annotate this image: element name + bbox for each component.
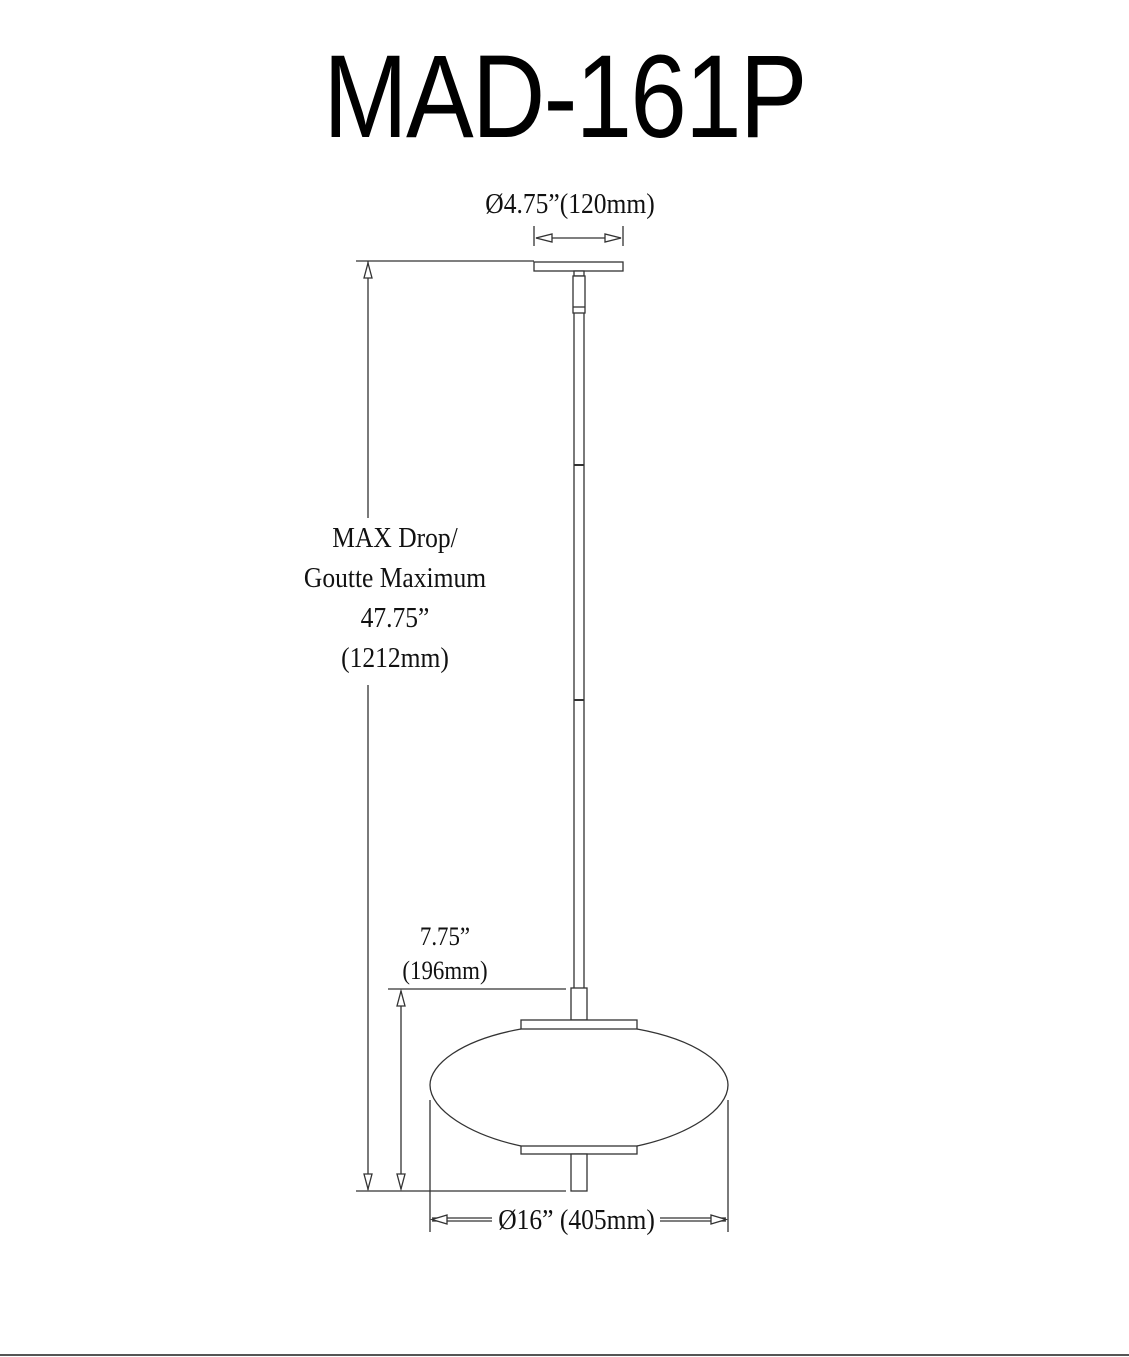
shade-diameter-label: Ø16” (405mm) [498,1202,655,1238]
suspension-rod [573,313,585,988]
shade-assembly [429,987,729,1192]
shade-height-dimension [388,988,566,1192]
rod-fitting [572,270,586,314]
canopy [533,226,624,272]
max-drop-label-line1: MAX Drop/ [332,522,458,554]
max-drop-label-line3: 47.75” [360,602,430,634]
canopy-diameter-label: Ø4.75”(120mm) [485,188,655,220]
max-drop-dimension [356,260,566,1192]
model-number-title: MAD-161P [323,31,807,163]
shade-height-label: 7.75” (196mm) [379,920,511,988]
max-drop-label-line4: (1212mm) [341,642,449,674]
max-drop-label-line2: Goutte Maximum [303,562,487,594]
bottom-divider [0,1354,1129,1356]
shade-height-label-line2: (196mm) [402,956,488,985]
max-drop-label: MAX Drop/ Goutte Maximum 47.75” (1212mm) [298,518,492,678]
shade-height-label-line1: 7.75” [419,922,471,951]
shade-diameter-dimension [429,1100,729,1232]
